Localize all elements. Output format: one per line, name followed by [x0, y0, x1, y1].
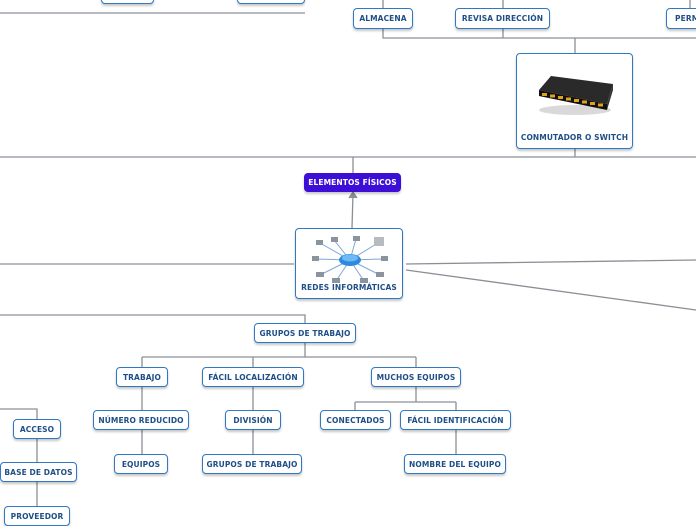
- node-muchos-equipos[interactable]: MUCHOS EQUIPOS: [371, 367, 461, 387]
- node-label: FÁCIL LOCALIZACIÓN: [208, 372, 298, 382]
- node-perm[interactable]: PERM: [666, 8, 696, 29]
- node-trabajo[interactable]: TRABAJO: [116, 367, 168, 387]
- network-diagram-image: [312, 236, 388, 283]
- node-label: REDES INFORMÁTICAS: [301, 283, 397, 292]
- node-conmutador-switch[interactable]: CONMUTADOR O SWITCH: [516, 53, 633, 149]
- network-switch-image: [539, 76, 613, 115]
- node-label: PROVEEDOR: [10, 511, 64, 521]
- node-facil-localizacion[interactable]: FÁCIL LOCALIZACIÓN: [202, 367, 304, 387]
- node-facil-identificacion[interactable]: FÁCIL IDENTIFICACIÓN: [400, 410, 511, 430]
- node-label: GRUPOS DE TRABAJO: [206, 459, 298, 469]
- node-label: DIVISIÓN: [233, 415, 273, 425]
- node-base-de-datos[interactable]: BASE DE DATOS: [0, 462, 77, 482]
- node-acceso[interactable]: ACCESO: [13, 419, 61, 439]
- node-label: FÁCIL IDENTIFICACIÓN: [407, 415, 504, 425]
- partial-node-left-2[interactable]: [237, 0, 305, 4]
- node-elementos-fisicos[interactable]: ELEMENTOS FÍSICOS: [304, 173, 401, 192]
- node-label: ELEMENTOS FÍSICOS: [308, 178, 397, 187]
- node-label: BASE DE DATOS: [4, 467, 73, 477]
- node-grupos-de-trabajo-2[interactable]: GRUPOS DE TRABAJO: [202, 454, 302, 474]
- node-proveedor[interactable]: PROVEEDOR: [4, 506, 70, 526]
- node-equipos[interactable]: EQUIPOS: [114, 454, 168, 474]
- node-label: CONMUTADOR O SWITCH: [520, 133, 629, 142]
- node-division[interactable]: DIVISIÓN: [225, 410, 281, 430]
- node-redes-informaticas-central[interactable]: REDES INFORMÁTICAS: [295, 228, 403, 299]
- node-label: MUCHOS EQUIPOS: [376, 372, 456, 382]
- node-label: CONECTADOS: [326, 415, 385, 425]
- node-nombre-del-equipo[interactable]: NOMBRE DEL EQUIPO: [404, 454, 506, 474]
- node-label: GRUPOS DE TRABAJO: [259, 328, 351, 338]
- node-conectados[interactable]: CONECTADOS: [320, 410, 391, 430]
- node-label: REVISA DIRECCIÓN: [461, 14, 544, 23]
- node-almacena[interactable]: ALMACENA: [353, 8, 413, 29]
- partial-node-left[interactable]: [101, 0, 154, 4]
- node-grupos-de-trabajo[interactable]: GRUPOS DE TRABAJO: [254, 323, 356, 343]
- node-label: NÚMERO REDUCIDO: [98, 415, 184, 425]
- node-label: NOMBRE DEL EQUIPO: [408, 459, 502, 469]
- node-label: ALMACENA: [359, 14, 407, 23]
- node-numero-reducido[interactable]: NÚMERO REDUCIDO: [93, 410, 189, 430]
- node-label: ACCESO: [19, 424, 55, 434]
- node-revisa-direccion[interactable]: REVISA DIRECCIÓN: [455, 8, 550, 29]
- node-label: TRABAJO: [122, 372, 162, 382]
- node-label: PERM: [675, 14, 696, 23]
- node-label: EQUIPOS: [121, 459, 161, 469]
